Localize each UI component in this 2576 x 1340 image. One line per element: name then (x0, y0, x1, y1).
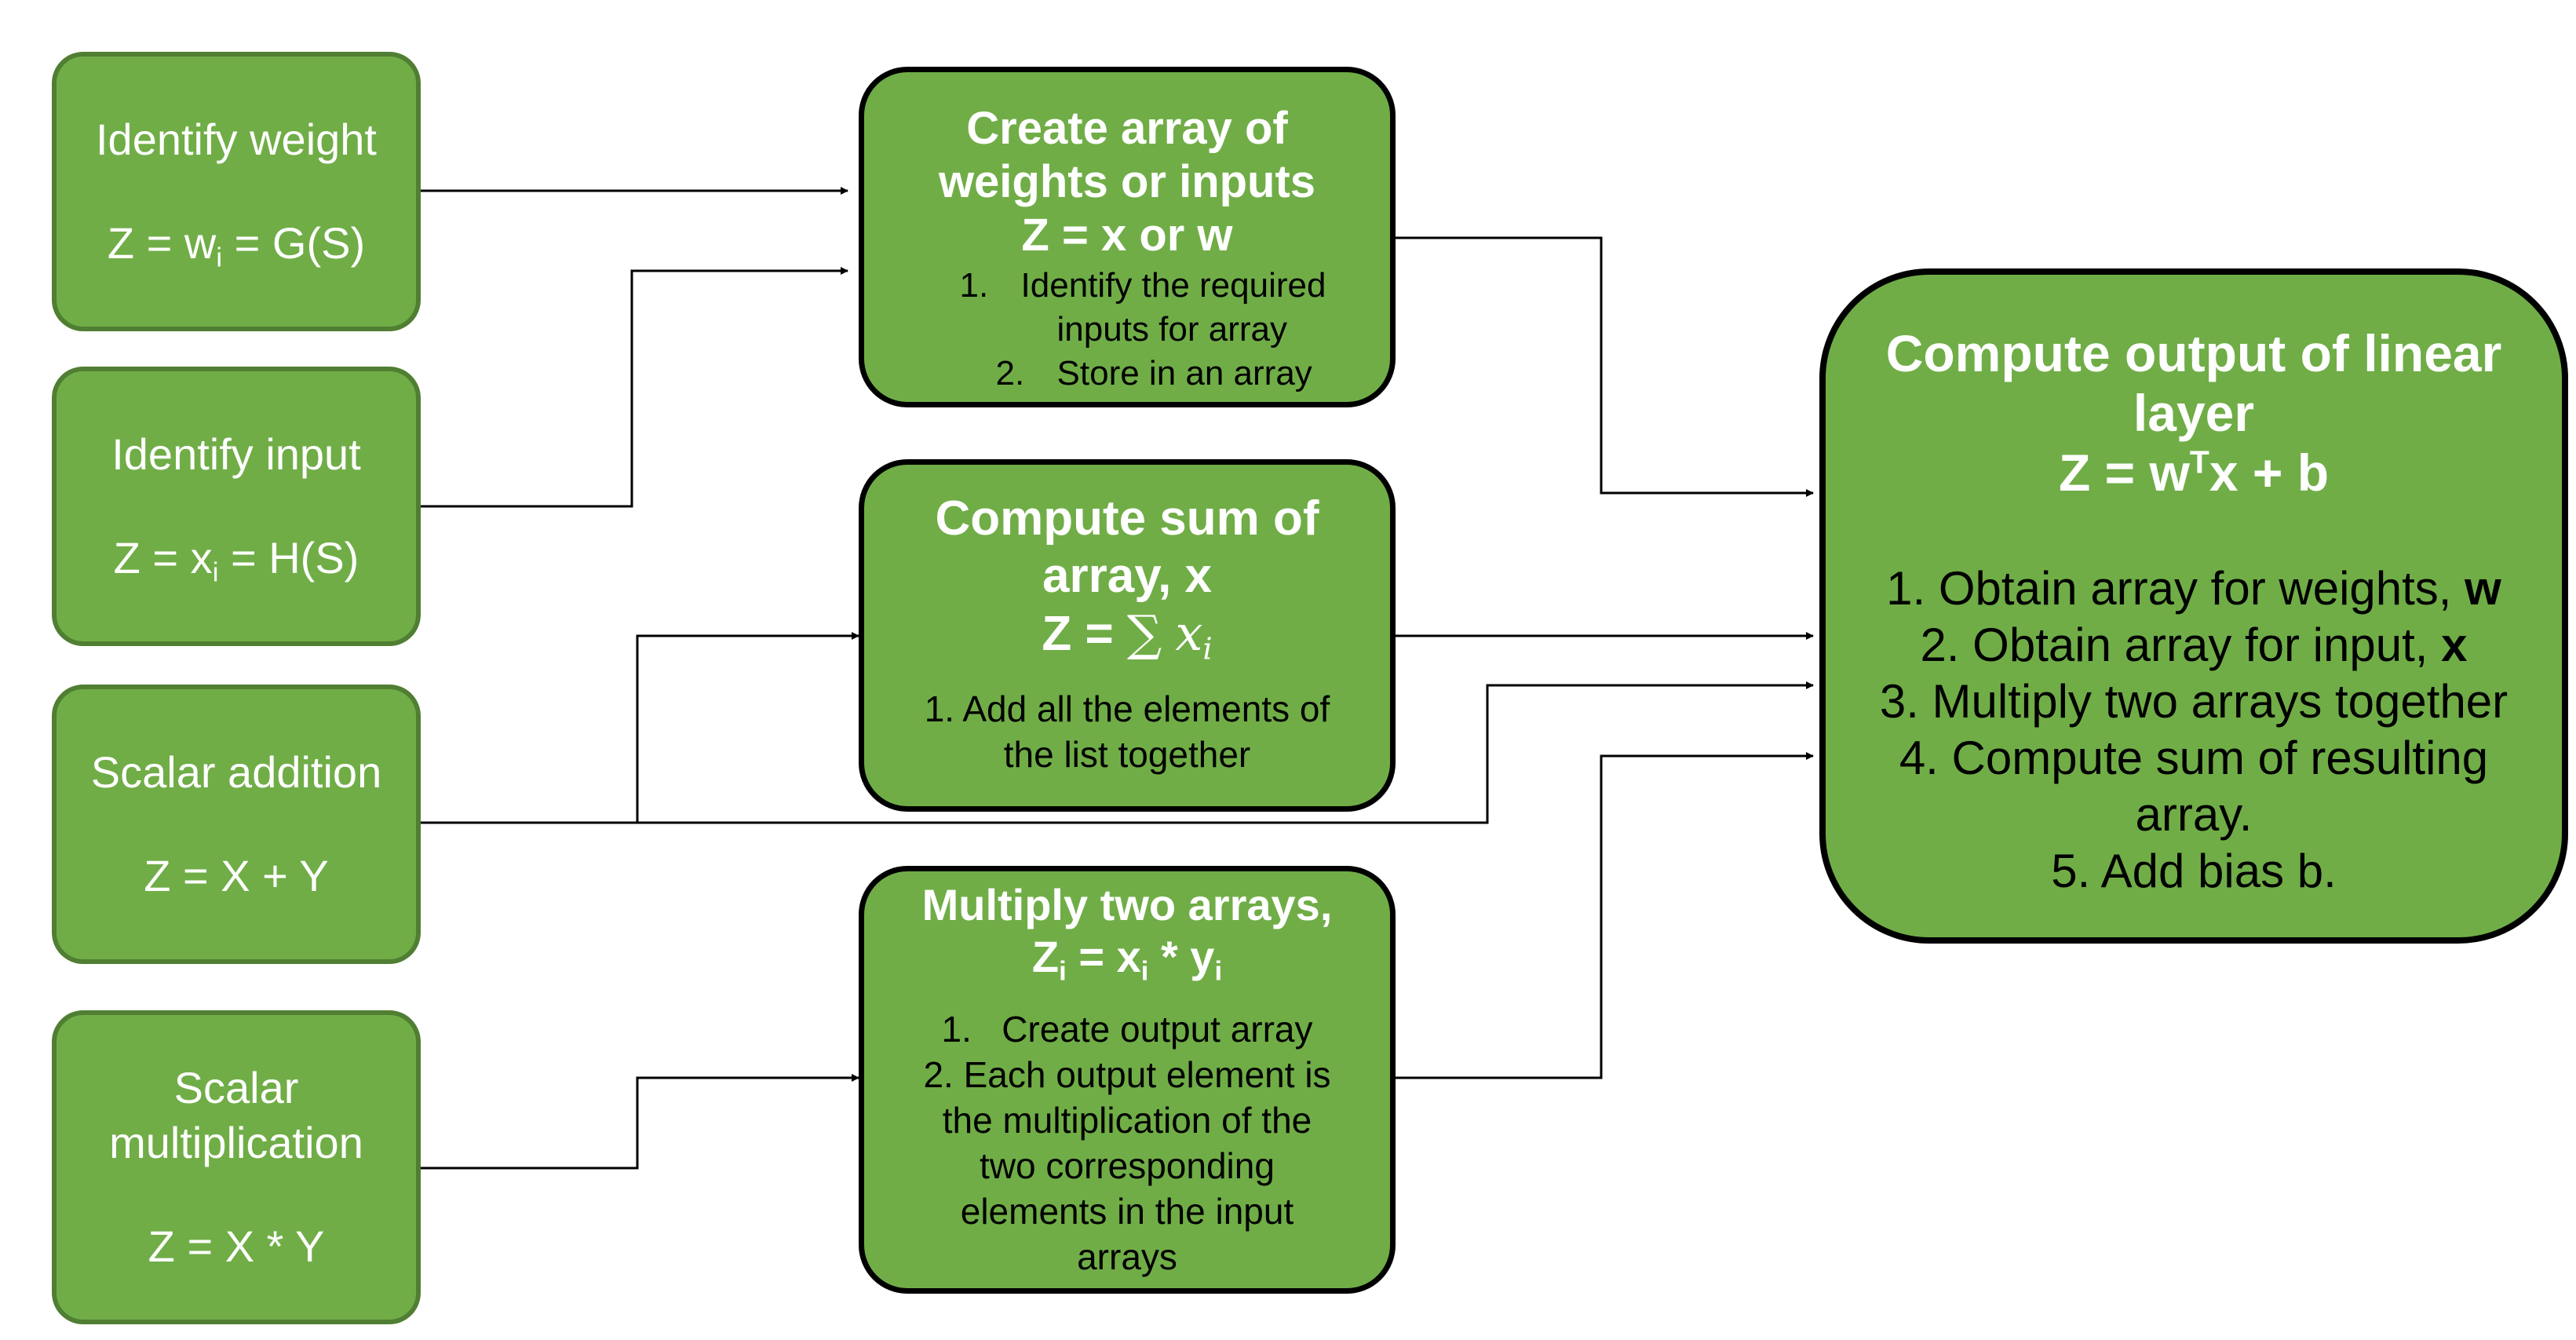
node-step-line: two corresponding (980, 1145, 1275, 1186)
node-step-line: elements in the input (960, 1191, 1294, 1232)
create-array-node: Create array of weights or inputs Z = x … (859, 67, 1396, 407)
node-title-line-2: layer (2133, 384, 2255, 442)
node-title: Scalar addition (90, 747, 382, 797)
arrow-create-array-to-output (1393, 236, 1814, 497)
identify-input-node: Identify input Z = xi = H(S) (52, 367, 421, 646)
summation-symbol: ∑ (1126, 604, 1162, 662)
scalar-multiplication-node: Scalar multiplication Z = X * Y (52, 1010, 421, 1324)
arrow-input-to-create-array (418, 267, 848, 508)
node-title-line-1: Scalar (173, 1063, 299, 1112)
node-step-line-2: the list together (1003, 734, 1251, 775)
arrow-addition-to-sum-array (636, 632, 859, 823)
node-formula: Z = wi = G(S) (107, 218, 366, 273)
arrow-multiplication-to-multiply-arrays (418, 1074, 859, 1170)
step-item-continued: inputs for array (1056, 310, 1287, 349)
node-step-line: 5. Add bias b. (2051, 845, 2337, 897)
node-formula: Z = ∑ xi (1042, 604, 1213, 667)
scalar-addition-node: Scalar addition Z = X + Y (52, 685, 421, 964)
arrow-multiply-arrays-to-output (1393, 752, 1814, 1079)
node-step-line: array. (2135, 788, 2253, 841)
node-title-line-2: multiplication (109, 1118, 363, 1167)
node-title-line-1: Compute sum of (935, 491, 1319, 546)
node-step-line: 4. Compute sum of resulting (1899, 732, 2489, 784)
node-formula: Z = x or w (1021, 210, 1233, 261)
identify-weight-node: Identify weight Z = wi = G(S) (52, 52, 421, 331)
node-step-line-1: 1. Add all the elements of (924, 688, 1330, 729)
node-step-line: 3. Multiply two arrays together (1879, 675, 2508, 728)
node-step-line: 2. Obtain array for input, x (1920, 619, 2468, 671)
node-step-line: the multiplication of the (942, 1100, 1312, 1141)
node-step-line: 1. Create output array (941, 1009, 1313, 1050)
compute-sum-node: Compute sum of array, x Z = ∑ xi 1. Add … (859, 459, 1396, 812)
node-step-line: 1. Obtain array for weights, w (1886, 562, 2501, 615)
node-title: Identify weight (96, 115, 377, 164)
node-steps: 1.Identify the required inputs for array… (960, 264, 1326, 396)
node-formula: Z = X + Y (144, 851, 329, 900)
step-item: 2.Store in an array (995, 354, 1312, 393)
node-title: Multiply two arrays, (921, 880, 1333, 929)
node-title-line-2: weights or inputs (938, 156, 1316, 207)
multiply-arrays-node: Multiply two arrays, Zi = xi * yi 1. Cre… (859, 866, 1396, 1294)
linear-layer-output-node: Compute output of linear layer Z = wTx +… (1819, 268, 2568, 944)
step-item: 1.Identify the required (959, 266, 1326, 305)
node-step-line: 2. Each output element is (923, 1054, 1331, 1095)
node-step-line: arrays (1077, 1236, 1177, 1277)
node-title-line-1: Compute output of linear (1885, 324, 2502, 382)
arrow-addition-to-output (418, 681, 1814, 824)
node-formula: Z = xi = H(S) (113, 533, 359, 588)
node-title-line-1: Create array of (966, 103, 1288, 154)
node-title: Identify input (111, 429, 361, 479)
node-formula: Zi = xi * yi (1031, 932, 1223, 987)
node-title-line-2: array, x (1042, 549, 1213, 603)
node-formula: Z = X * Y (148, 1221, 325, 1271)
node-formula: Z = wTx + b (2058, 444, 2330, 502)
